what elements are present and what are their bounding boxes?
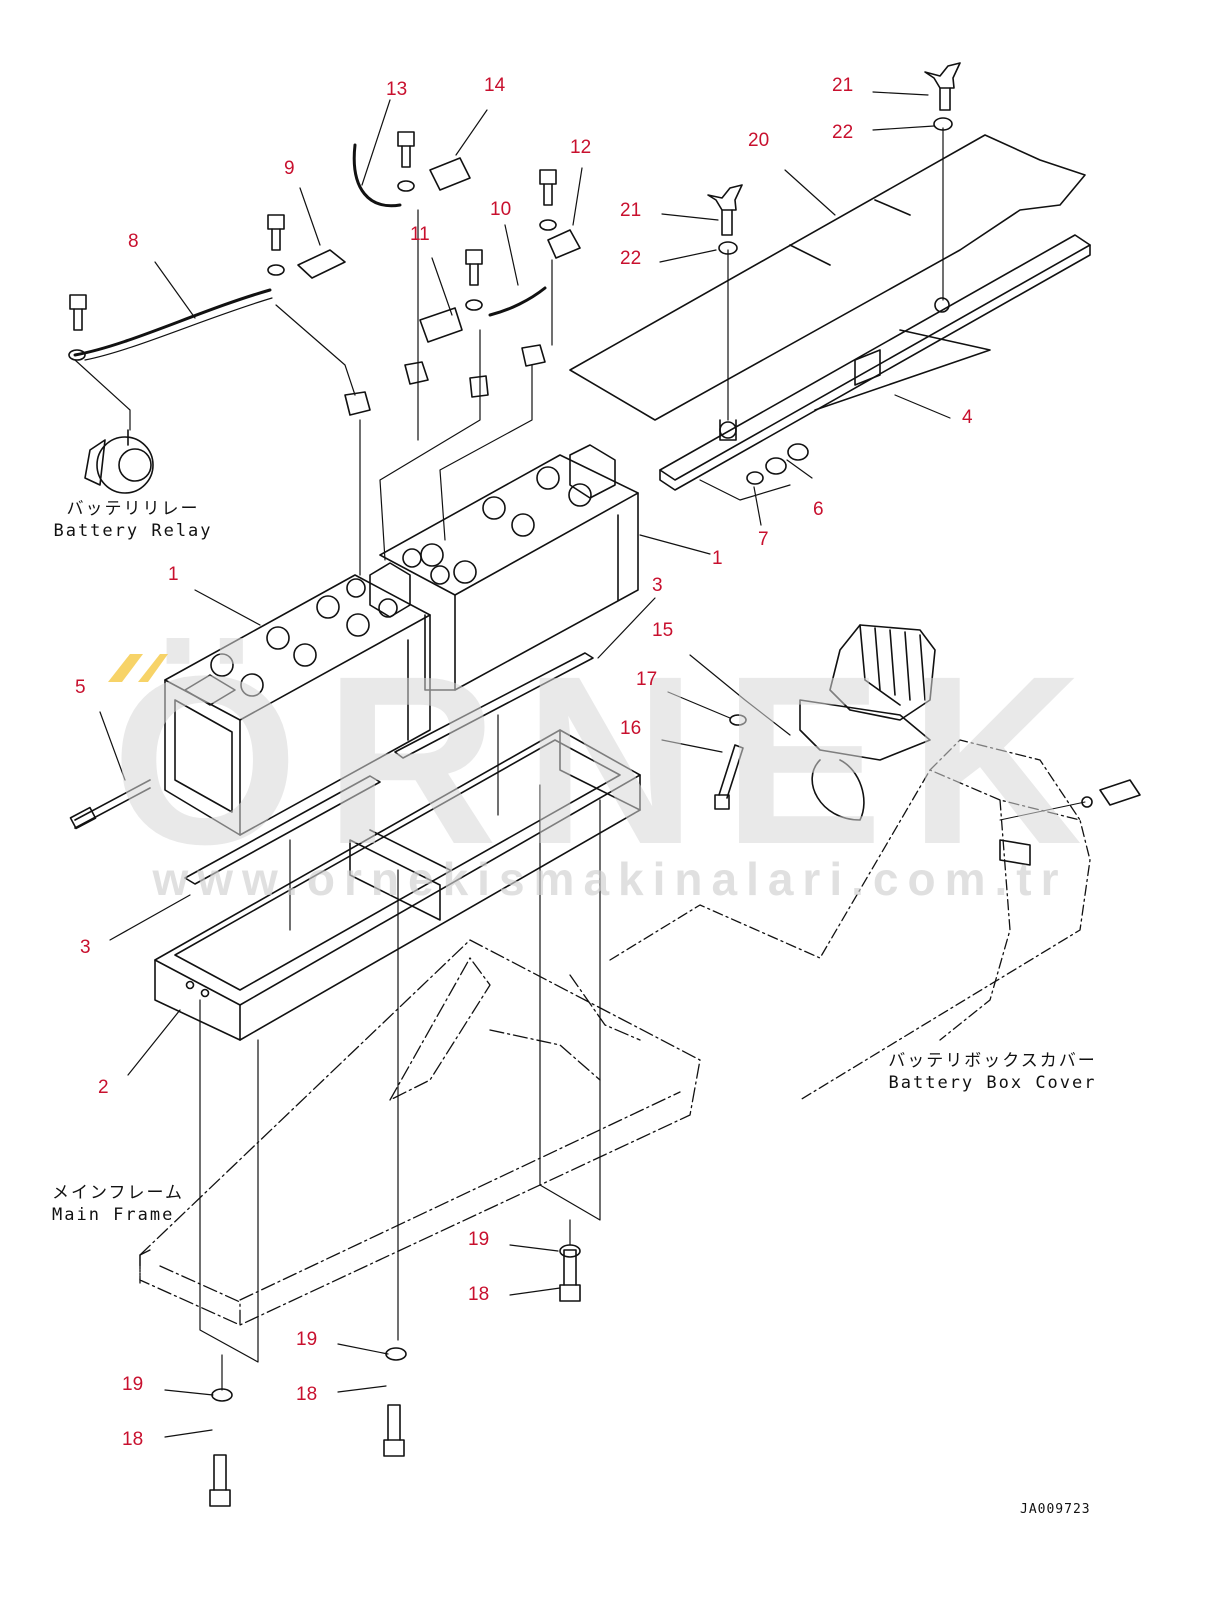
main-frame-label: メインフレーム Main Frame	[52, 1182, 182, 1226]
terminal-clamps	[344, 344, 546, 416]
callout-1: 1	[712, 548, 723, 569]
callout-14: 14	[484, 75, 506, 96]
callout-22: 22	[832, 122, 854, 143]
battery-right	[379, 444, 639, 691]
callout-7: 7	[758, 529, 769, 550]
leader-lines	[74, 91, 951, 1438]
callout-19: 19	[296, 1329, 318, 1350]
callout-19: 19	[122, 1374, 144, 1395]
callout-21: 21	[620, 200, 642, 221]
callout-6: 6	[813, 499, 824, 520]
battery-left	[164, 562, 431, 836]
callout-19: 19	[468, 1229, 490, 1250]
battery-box-cover-label-jp: バッテリボックスカバー	[888, 1051, 1097, 1071]
callout-9: 9	[284, 158, 295, 179]
callout-17: 17	[636, 669, 658, 690]
hold-down-rod	[69, 779, 151, 830]
callout-21: 21	[832, 75, 854, 96]
callout-15: 15	[652, 620, 674, 641]
battery-tray	[154, 729, 641, 1041]
battery-relay	[84, 429, 154, 494]
battery-box-cover-outline	[609, 739, 1091, 1101]
battery-relay-label-en: Battery Relay	[53, 521, 213, 541]
callout-18: 18	[468, 1284, 490, 1305]
drawing-id: JA009723	[1020, 1502, 1091, 1517]
callout-5: 5	[75, 677, 86, 698]
battery-relay-label: バッテリリレー Battery Relay	[48, 498, 218, 542]
cover-latch-assembly	[799, 624, 1141, 866]
hold-down-bracket	[659, 234, 1091, 491]
callout-3: 3	[652, 575, 663, 596]
callout-22: 22	[620, 248, 642, 269]
pads	[184, 652, 594, 885]
watermark-umlaut-accent	[108, 654, 168, 682]
main-frame-label-en: Main Frame	[52, 1205, 175, 1225]
callout-8: 8	[128, 231, 139, 252]
battery-box-cover-label: バッテリボックスカバー Battery Box Cover	[885, 1050, 1100, 1094]
callout-12: 12	[570, 137, 592, 158]
callout-1: 1	[168, 564, 179, 585]
callout-13: 13	[386, 79, 408, 100]
callout-11: 11	[410, 224, 430, 245]
callout-4: 4	[962, 407, 973, 428]
bolts	[69, 131, 744, 1507]
callout-16: 16	[620, 718, 642, 739]
callout-18: 18	[296, 1384, 318, 1405]
watermark-brand: ÖRNEK	[111, 626, 1109, 894]
callout-18: 18	[122, 1429, 144, 1450]
callout-10: 10	[490, 199, 512, 220]
callout-3: 3	[80, 937, 91, 958]
main-frame-label-jp: メインフレーム	[52, 1183, 184, 1203]
callout-20: 20	[748, 130, 770, 151]
wing-bolts	[707, 62, 961, 236]
callout-2: 2	[98, 1077, 109, 1098]
battery-box-cover-label-en: Battery Box Cover	[888, 1073, 1097, 1093]
cover-plate	[569, 134, 1086, 421]
main-frame-outline	[139, 939, 701, 1326]
cables	[73, 143, 581, 361]
battery-relay-label-jp: バッテリリレー	[66, 499, 200, 519]
watermark-url: www.ornekismakinalari.com.tr	[152, 853, 1068, 905]
